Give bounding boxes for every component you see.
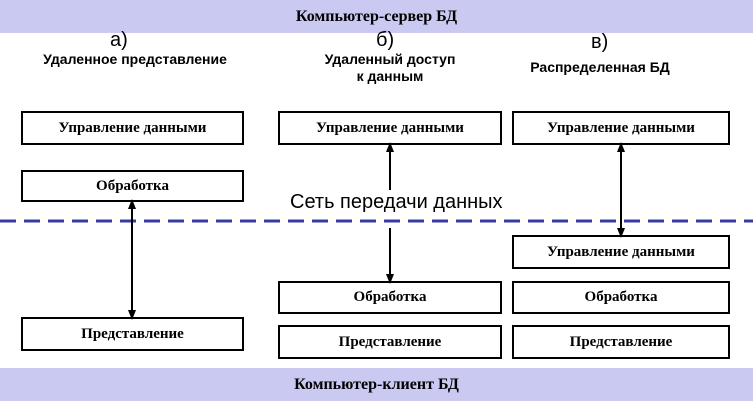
client-band: Компьютер-клиент БД [0, 368, 753, 401]
column-c-title: Распределенная БД [530, 59, 670, 75]
server-band-label: Компьютер-сервер БД [295, 7, 458, 25]
column-a-presentation-box: Представление [21, 317, 244, 351]
client-band-label: Компьютер-клиент БД [294, 375, 459, 393]
column-c-letter: в) [591, 31, 609, 53]
server-band: Компьютер-сервер БД [0, 0, 753, 33]
column-b-data-management-box: Управление данными [278, 111, 502, 145]
network-label: Сеть передачи данных [290, 191, 503, 213]
column-b-title-line-2: к данным [356, 68, 424, 84]
column-b-title-line-1: Удаленный доступ [324, 51, 456, 67]
column-b-letter: б) [376, 29, 395, 51]
column-a-title: Удаленное представление [43, 51, 227, 67]
column-c-presentation-box: Представление [512, 325, 730, 359]
column-c-data-management-client-box: Управление данными [512, 235, 730, 269]
column-a-letter: а) [110, 29, 128, 51]
column-c-processing-box: Обработка [512, 281, 730, 314]
column-b-presentation-box: Представление [278, 325, 502, 359]
column-a-data-management-box: Управление данными [21, 111, 244, 145]
column-b-title: Удаленный доступ к данным [300, 51, 480, 85]
